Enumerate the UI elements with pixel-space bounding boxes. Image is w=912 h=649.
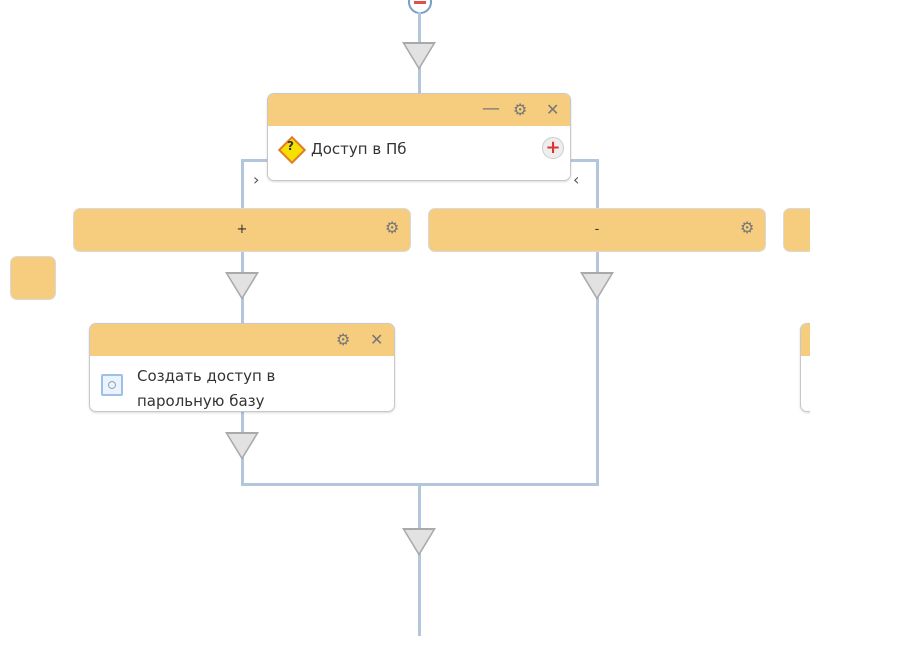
flow-arrow [402,528,436,556]
close-icon[interactable]: ✕ [370,330,384,349]
branch-minus[interactable]: - ⚙ [428,208,766,252]
close-icon[interactable]: ✕ [546,100,560,119]
chevron-left-icon[interactable]: ‹ [573,170,580,189]
gear-icon[interactable]: ⚙ [740,218,755,237]
flow-arrow [225,272,259,300]
node-header: — ⚙ ✕ [268,94,570,126]
action-icon [101,374,123,396]
decision-title: Доступ в Пб [311,140,407,158]
gear-icon[interactable]: ⚙ [336,330,351,349]
flow-arrow [580,272,614,300]
action-node-partial[interactable] [800,323,810,412]
chevron-right-icon[interactable]: › [253,170,260,189]
gear-icon[interactable]: ⚙ [513,100,528,119]
flow-arrow [402,42,436,70]
branch-label: - [594,222,600,237]
branch-label: + [236,222,248,237]
branch-plus[interactable]: + ⚙ [73,208,411,252]
minimize-icon[interactable]: — [482,98,500,119]
branch-partial-left[interactable] [10,256,56,300]
action-title: Создать доступ в парольную базу [137,367,276,410]
gear-icon[interactable]: ⚙ [385,218,400,237]
flow-arrow [225,432,259,460]
action-node[interactable]: ⚙ ✕ Создать доступ в парольную базу [89,323,395,412]
branch-partial[interactable] [783,208,810,252]
add-branch-button[interactable]: + [542,137,564,159]
workflow-canvas: › ‹ — ⚙ ✕ ? Доступ в Пб + + ⚙ - ⚙ ⚙ ✕ [10,0,810,636]
decision-node[interactable]: — ⚙ ✕ ? Доступ в Пб + [267,93,571,181]
node-header: ⚙ ✕ [90,324,394,356]
